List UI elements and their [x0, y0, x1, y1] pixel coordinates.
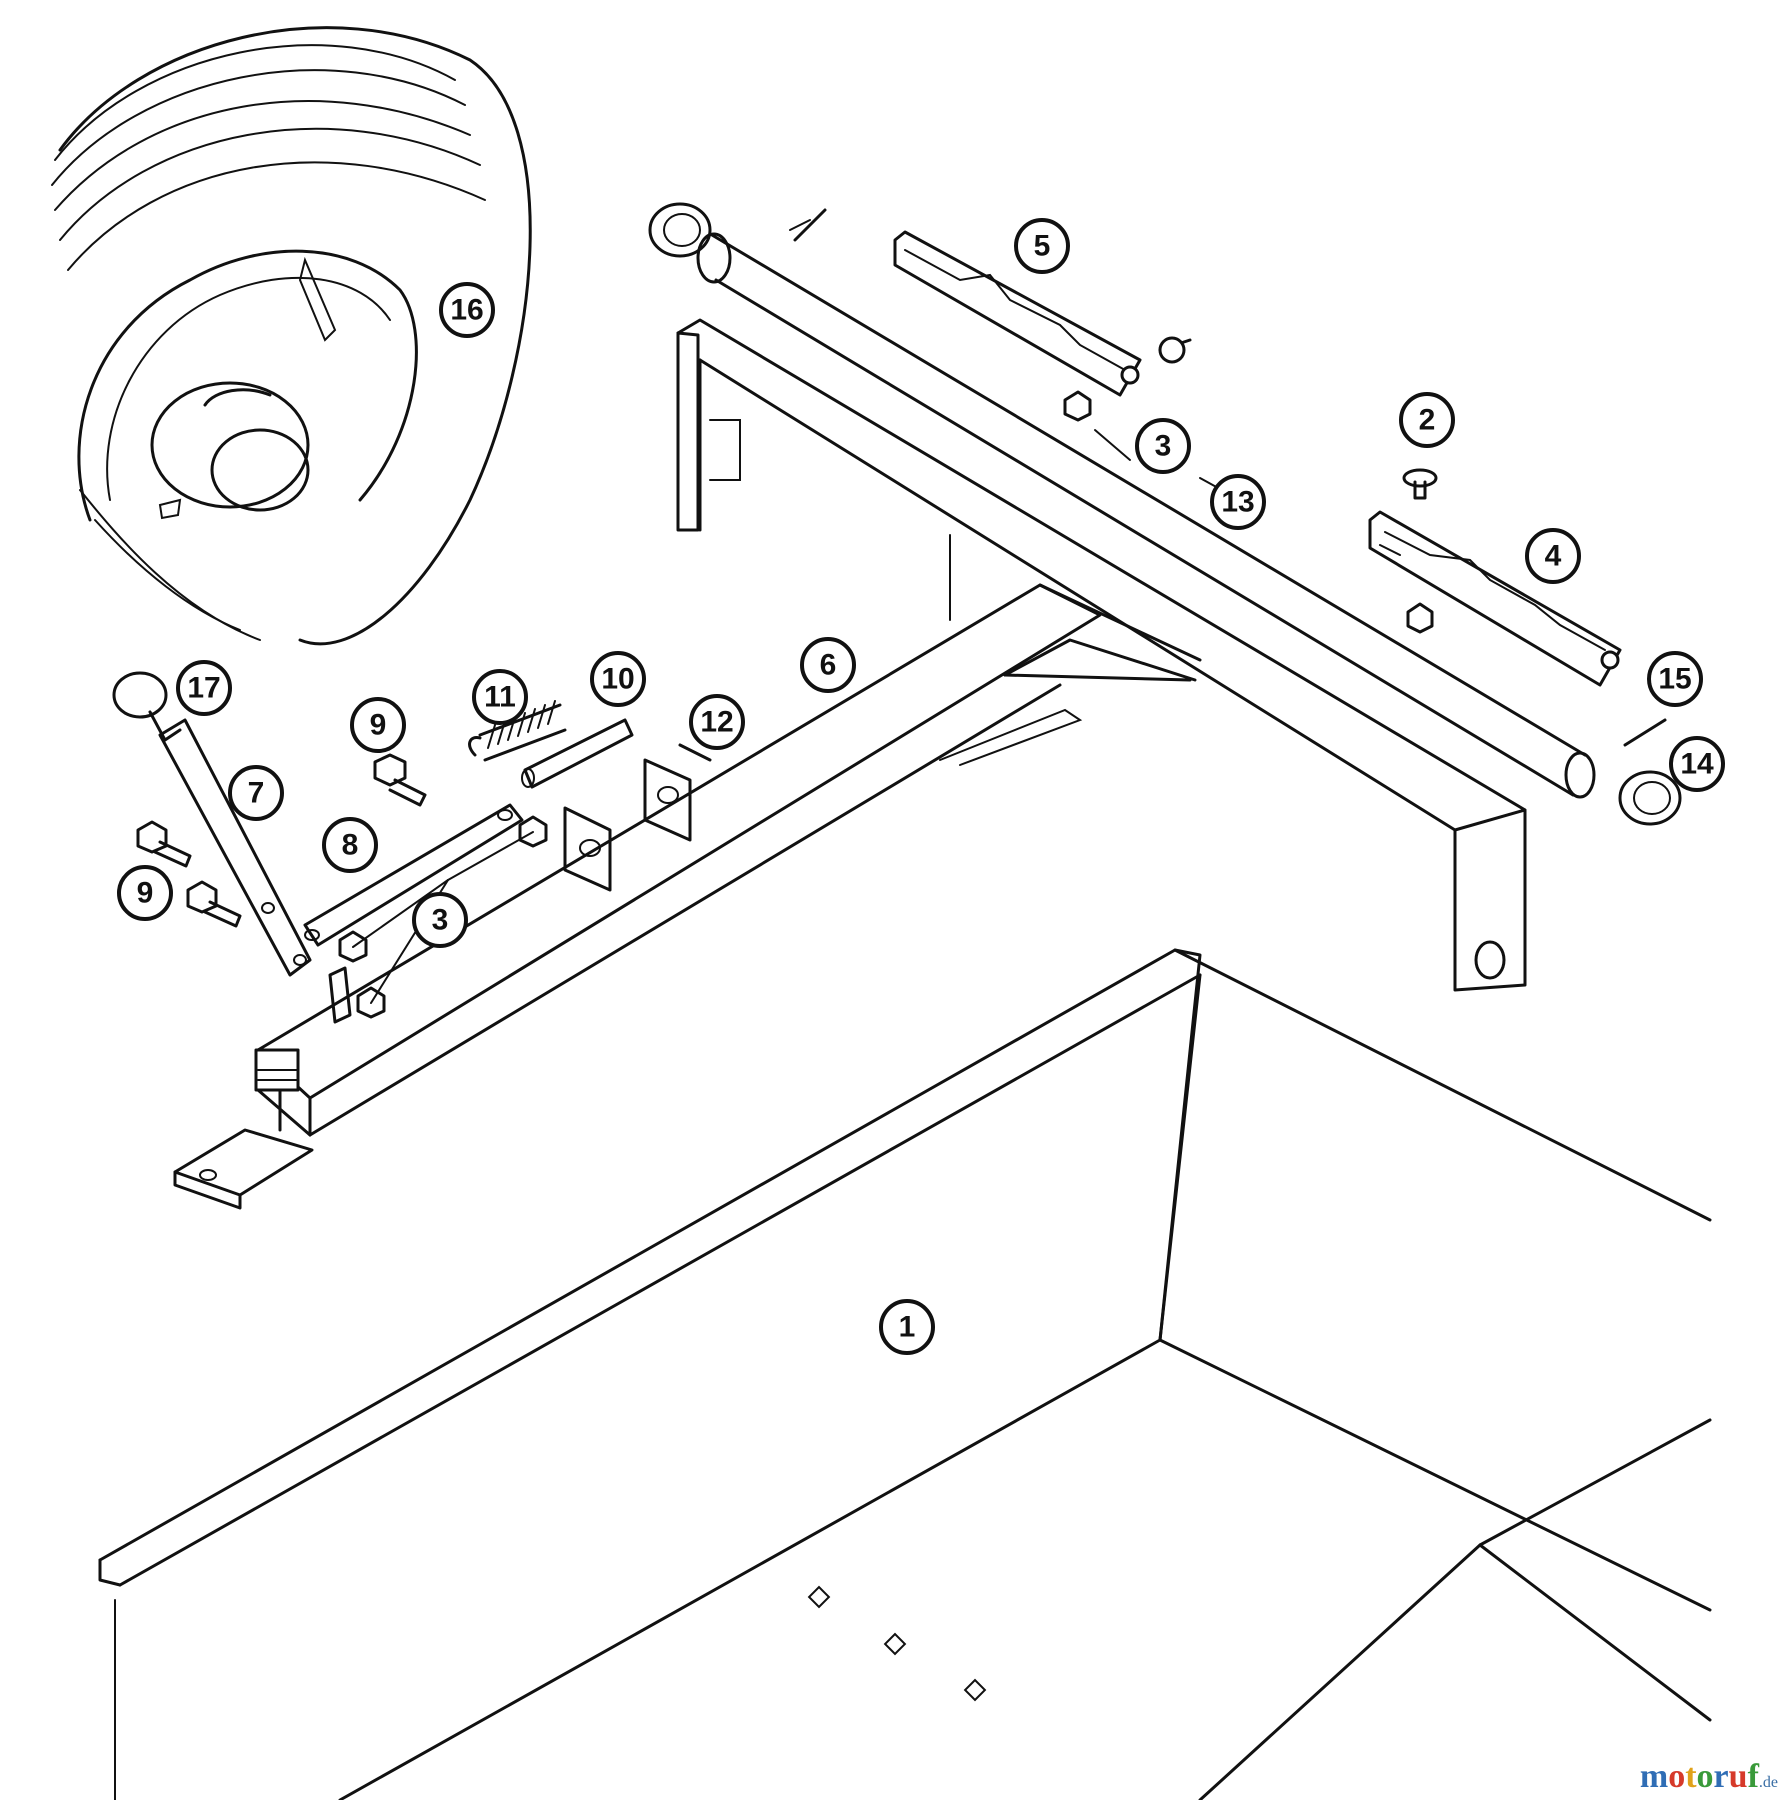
- svg-text:10: 10: [601, 663, 634, 696]
- svg-text:14: 14: [1680, 748, 1714, 781]
- watermark-letter: u: [1728, 1758, 1748, 1795]
- bolt-9-top: [373, 753, 427, 807]
- wheel-tire: [51, 26, 532, 646]
- callout-3-upper: 3: [1135, 418, 1191, 474]
- tongue-6: [173, 583, 1202, 1210]
- hopper-1: [98, 948, 1712, 1800]
- svg-text:5: 5: [1034, 230, 1051, 263]
- callout-17: 17: [176, 660, 232, 716]
- callout-12: 12: [689, 694, 745, 750]
- hex-nut-upper: [1063, 390, 1092, 422]
- hex-nut-bracket-4: [1406, 602, 1434, 634]
- watermark-letter: r: [1713, 1758, 1729, 1795]
- svg-text:9: 9: [137, 877, 154, 910]
- svg-text:15: 15: [1658, 663, 1691, 696]
- svg-text:3: 3: [432, 904, 449, 937]
- watermark-suffix: .de: [1758, 1774, 1778, 1791]
- callout-15: 15: [1647, 651, 1703, 707]
- watermark-letter: m: [1639, 1758, 1669, 1795]
- bracket-5: [893, 230, 1142, 397]
- svg-text:9: 9: [370, 709, 387, 742]
- watermark-letter: t: [1685, 1758, 1697, 1795]
- clevis-tab: [328, 966, 352, 1024]
- bolt-9-left: [136, 820, 192, 868]
- bracket-4: [1368, 510, 1622, 687]
- callout-3-lower: 3: [412, 892, 468, 948]
- svg-text:6: 6: [820, 649, 837, 682]
- svg-text:12: 12: [700, 706, 733, 739]
- bushing-left: [648, 202, 712, 258]
- cotter-pin-top: [789, 208, 827, 242]
- callout-10: 10: [590, 651, 646, 707]
- svg-text:2: 2: [1419, 404, 1436, 437]
- handle-knob-17: [112, 671, 182, 742]
- pin-10: [521, 718, 634, 789]
- carriage-bolt-2: [1402, 468, 1438, 500]
- carriage-bolt-upper: [1158, 336, 1192, 364]
- axle-shaft: [696, 232, 1596, 799]
- callout-9-left: 9: [117, 865, 173, 921]
- svg-text:13: 13: [1221, 486, 1254, 519]
- pin-12: [678, 743, 712, 762]
- svg-text:8: 8: [342, 829, 359, 862]
- watermark-letter: f: [1747, 1758, 1759, 1795]
- callout-1: 1: [879, 1299, 935, 1355]
- watermark-logo: motoruf.de: [1640, 1758, 1778, 1796]
- callout-16: 16: [439, 282, 495, 338]
- watermark-letter: o: [1696, 1758, 1714, 1795]
- callout-13: 13: [1210, 474, 1266, 530]
- svg-text:16: 16: [450, 294, 483, 327]
- svg-text:11: 11: [484, 681, 516, 714]
- bushing-right: [1618, 770, 1682, 826]
- mount-tab-right: [643, 758, 692, 842]
- callout-4: 4: [1525, 528, 1581, 584]
- callout-7: 7: [228, 765, 284, 821]
- callout-6: 6: [800, 637, 856, 693]
- callout-8: 8: [322, 817, 378, 873]
- watermark-letter: o: [1668, 1758, 1686, 1795]
- yoke-frame: [676, 318, 1527, 992]
- lever-handle-7: [158, 718, 312, 977]
- callout-5: 5: [1014, 218, 1070, 274]
- callout-11: 11: [472, 669, 528, 725]
- callout-14: 14: [1669, 736, 1725, 792]
- bolt-9-middle: [186, 880, 242, 928]
- spring-11: [468, 700, 567, 762]
- svg-text:17: 17: [187, 672, 220, 705]
- svg-text:3: 3: [1155, 430, 1172, 463]
- mount-tab-left: [563, 806, 612, 892]
- svg-text:4: 4: [1545, 540, 1562, 573]
- link-8: [303, 803, 524, 947]
- callout-9-top: 9: [350, 697, 406, 753]
- callout-2: 2: [1399, 392, 1455, 448]
- svg-text:1: 1: [899, 1311, 916, 1344]
- svg-text:7: 7: [248, 777, 265, 810]
- cotter-pin-right: [1623, 718, 1667, 747]
